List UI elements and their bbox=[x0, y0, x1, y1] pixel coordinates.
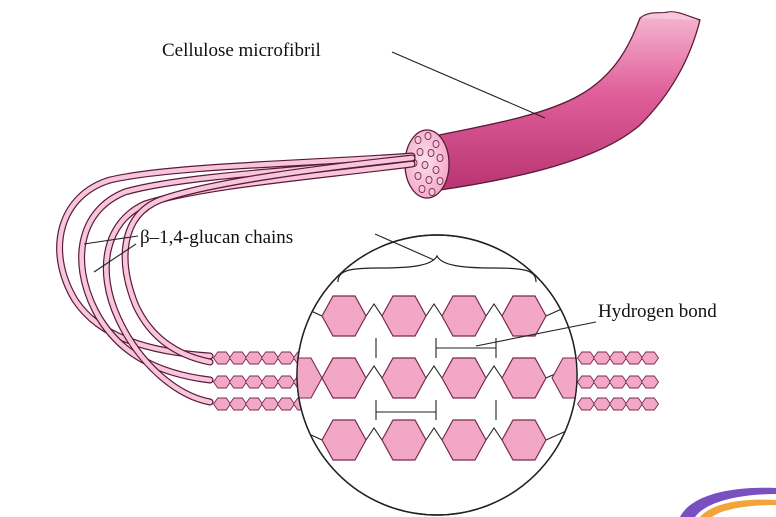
small-glucose-hexagon bbox=[214, 398, 231, 410]
chain-end-dot bbox=[415, 172, 421, 179]
swoosh-logo-icon bbox=[680, 488, 776, 517]
small-glucose-hexagon bbox=[642, 376, 659, 388]
small-glucose-hexagon bbox=[230, 398, 247, 410]
small-glucose-hexagon bbox=[594, 398, 611, 410]
small-glucose-hexagon bbox=[642, 352, 659, 364]
small-glucose-hexagon bbox=[214, 376, 231, 388]
small-glucose-hexagon bbox=[626, 376, 643, 388]
small-glucose-hexagon bbox=[610, 376, 627, 388]
label-glucan-chains: β–1,4-glucan chains bbox=[140, 227, 293, 248]
left-glucan-hexagons bbox=[214, 352, 311, 410]
chain-end-dot bbox=[433, 166, 439, 173]
chain-end-dot bbox=[426, 176, 432, 183]
chain-end-dot bbox=[419, 185, 425, 192]
chain-end-dot bbox=[433, 140, 439, 147]
chain-end-dot bbox=[422, 161, 428, 168]
small-glucose-hexagon bbox=[214, 352, 231, 364]
chain-end-dot bbox=[428, 149, 434, 156]
small-glucose-hexagon bbox=[610, 352, 627, 364]
microfibril-leader bbox=[392, 52, 545, 118]
right-glucan-hexagons bbox=[578, 352, 659, 410]
small-glucose-hexagon bbox=[610, 398, 627, 410]
small-glucose-hexagon bbox=[626, 352, 643, 364]
chain-end-dot bbox=[425, 132, 431, 139]
small-glucose-hexagon bbox=[594, 352, 611, 364]
chain-end-dot bbox=[429, 188, 435, 195]
small-glucose-hexagon bbox=[246, 352, 263, 364]
small-glucose-hexagon bbox=[578, 376, 595, 388]
chain-end-dot bbox=[437, 177, 443, 184]
chain-end-dot bbox=[415, 136, 421, 143]
small-glucose-hexagon bbox=[246, 376, 263, 388]
small-glucose-hexagon bbox=[578, 398, 595, 410]
small-glucose-hexagon bbox=[230, 376, 247, 388]
small-glucose-hexagon bbox=[578, 352, 595, 364]
magnified-chain-view bbox=[270, 235, 600, 515]
small-glucose-hexagon bbox=[262, 352, 279, 364]
small-glucose-hexagon bbox=[278, 352, 295, 364]
microfibril-tube bbox=[405, 12, 700, 198]
small-glucose-hexagon bbox=[626, 398, 643, 410]
small-glucose-hexagon bbox=[594, 376, 611, 388]
small-glucose-hexagon bbox=[278, 376, 295, 388]
glucan-leader-2 bbox=[94, 244, 136, 272]
chain-end-dot bbox=[417, 148, 423, 155]
label-hydrogen-bond: Hydrogen bond bbox=[598, 301, 717, 322]
small-glucose-hexagon bbox=[642, 398, 659, 410]
small-glucose-hexagon bbox=[262, 376, 279, 388]
chain-end-dot bbox=[437, 154, 443, 161]
label-cellulose-microfibril: Cellulose microfibril bbox=[162, 40, 321, 61]
small-glucose-hexagon bbox=[262, 398, 279, 410]
small-glucose-hexagon bbox=[246, 398, 263, 410]
small-glucose-hexagon bbox=[278, 398, 295, 410]
small-glucose-hexagon bbox=[230, 352, 247, 364]
